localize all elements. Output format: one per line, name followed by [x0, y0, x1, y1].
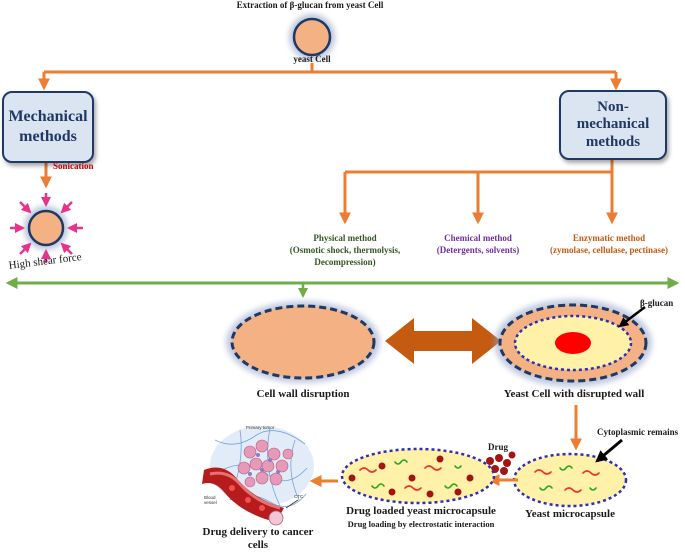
disrupted-wall-cell	[494, 299, 652, 387]
non-mechanical-branch-lines	[339, 158, 618, 225]
mechanical-methods-box: Mechanical methods	[2, 91, 94, 163]
beta-glucan-pointer	[618, 306, 646, 328]
beta-glucan-label: β-glucan	[640, 298, 674, 308]
yeast-microcapsule-cell	[512, 452, 628, 508]
chemical-method-title: Chemical method	[444, 233, 512, 243]
yeast-microcapsule-label: Yeast microcapsule	[525, 508, 615, 520]
chemical-method-detail1: (Detergents, solvents)	[436, 245, 520, 256]
diagram-title: Extraction of β-glucan from yeast Cell	[236, 0, 384, 10]
cancer-cells-illustration	[202, 426, 314, 526]
cell-wall-disruption-cell	[226, 301, 380, 383]
drug-loading-note: Drug loading by electrostatic interactio…	[347, 519, 495, 529]
cytoplasmic-remains-label: Cytoplasmic remains	[597, 427, 679, 437]
cell-wall-disruption-label: Cell wall disruption	[256, 388, 350, 400]
non-mechanical-methods-box: Non- mechanical methods	[559, 90, 667, 160]
disrupted-wall-label: Yeast Cell with disrupted wall	[503, 388, 645, 400]
non-mechanical-line1: Non-	[597, 99, 629, 116]
physical-method-detail1: (Osmotic shock, thermolysis,	[289, 245, 401, 256]
nucleus	[555, 332, 591, 354]
drug-label: Drug	[488, 442, 508, 452]
sonication-cell	[24, 206, 68, 250]
top-branch-lines	[38, 63, 622, 91]
sonication-label: Sonication	[53, 161, 94, 171]
blood-vessel-line1: Blood	[204, 495, 216, 500]
drug-loaded-label: Drug loaded yeast microcapsule	[346, 505, 496, 517]
non-mechanical-line3: methods	[585, 133, 641, 150]
enzymatic-method-title: Enzymatic method	[572, 233, 646, 243]
non-mechanical-line2: mechanical	[576, 116, 650, 133]
yeast-cell-label: yeast Cell	[293, 54, 331, 64]
drug-delivery-line2: cells	[247, 538, 269, 551]
primary-tumor-label: Primary tumor	[246, 425, 275, 430]
sonication-arrows-icon	[10, 193, 83, 263]
enzymatic-method-label: Enzymatic method (zymolase, cellulase, p…	[536, 232, 682, 256]
ctc-label: CTC	[294, 494, 304, 499]
mechanical-line1: Mechanical	[8, 108, 88, 125]
drug-delivery-line1: Drug delivery to cancer	[202, 526, 314, 538]
chemical-method-label: Chemical method (Detergents, solvents)	[420, 232, 536, 256]
blood-vessel-label: Blood vessel	[204, 495, 217, 506]
physical-method-title: Physical method	[313, 233, 377, 243]
drug-delivery-label: Drug delivery to cancer cells	[190, 526, 326, 551]
blood-vessel-line2: vessel	[204, 499, 217, 505]
top-yeast-cell	[289, 14, 335, 60]
physical-method-label: Physical method (Osmotic shock, thermoly…	[270, 232, 420, 268]
mechanical-line2: methods	[19, 128, 77, 145]
enzymatic-method-detail1: (zymolase, cellulase, pectinase)	[550, 245, 668, 256]
physical-method-detail2: Decompression)	[314, 257, 376, 268]
double-headed-arrow-icon	[385, 318, 501, 364]
cytoplasmic-pointer	[595, 438, 623, 463]
cytoplasmic-remains-squiggles	[534, 465, 600, 493]
drug-loaded-microcapsule-cell	[340, 447, 496, 505]
